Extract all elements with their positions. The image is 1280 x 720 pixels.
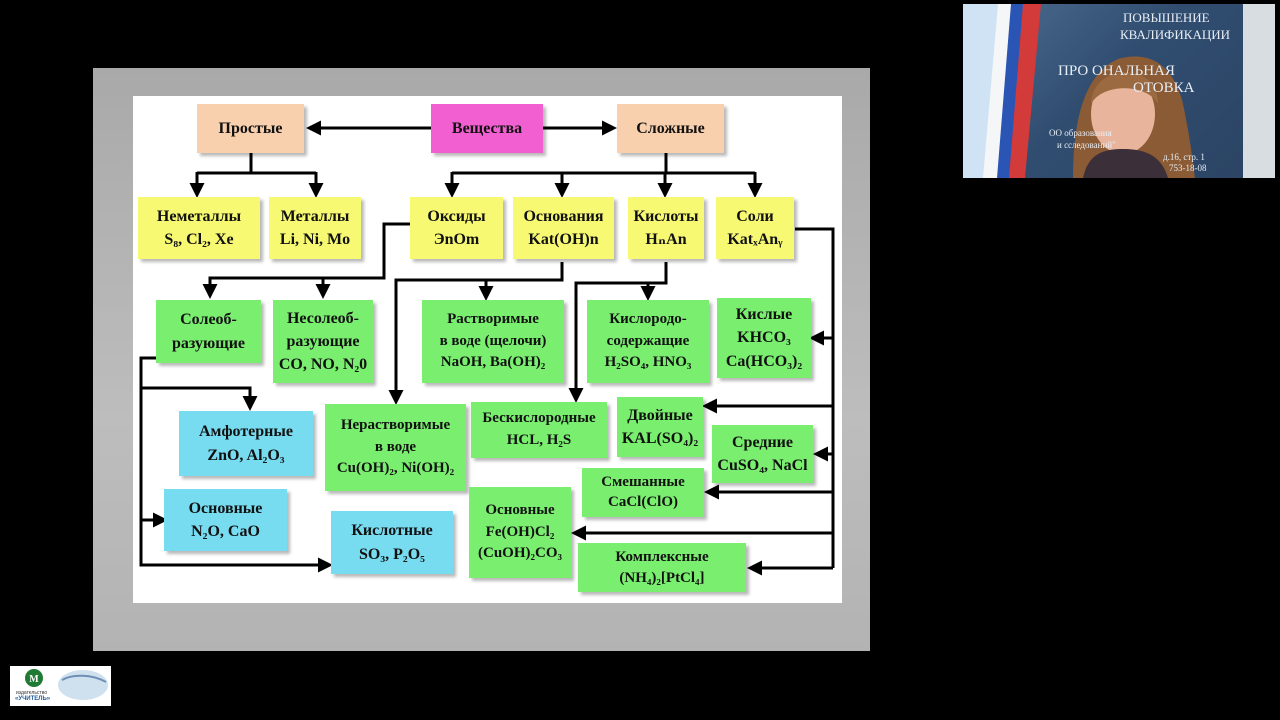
webcam-banner-line6: и сследований" bbox=[1057, 140, 1116, 150]
node-complex: Сложные bbox=[617, 104, 724, 153]
webcam-banner-line3: ПРО ОНАЛЬНАЯ bbox=[1058, 63, 1175, 79]
webcam-banner-line5: ОО образования bbox=[1049, 128, 1112, 138]
webcam-background bbox=[963, 4, 1275, 178]
node-substances: Вещества bbox=[431, 104, 543, 153]
node-salt-forming-oxides: Солеоб-разующие bbox=[156, 300, 261, 363]
svg-text:M: M bbox=[29, 674, 39, 685]
node-simple: Простые bbox=[197, 104, 304, 153]
logo-text-line2: «УЧИТЕЛЬ» bbox=[15, 696, 51, 702]
webcam-banner-line8: 753-18-08 bbox=[1169, 163, 1207, 173]
node-complex-salts: Комплексные(NH₄)₂[PtCl₄] bbox=[578, 543, 746, 592]
webcam-banner-line4: ОТОВКА bbox=[1133, 80, 1195, 96]
webcam-banner-line2: КВАЛИФИКАЦИИ bbox=[1120, 27, 1230, 42]
webcam-banner-line1: ПОВЫШЕНИЕ bbox=[1123, 10, 1210, 25]
webcam-banner-line7: д.16, стр. 1 bbox=[1163, 152, 1205, 162]
logo-emblem-icon: M bbox=[25, 669, 108, 700]
webcam-video: ПОВЫШЕНИЕ КВАЛИФИКАЦИИ ПРО ОНАЛЬНАЯ ОТОВ… bbox=[963, 4, 1275, 178]
publisher-logo: M издательство «УЧИТЕЛЬ» bbox=[10, 666, 111, 706]
logo-text-line1: издательство bbox=[16, 690, 48, 696]
